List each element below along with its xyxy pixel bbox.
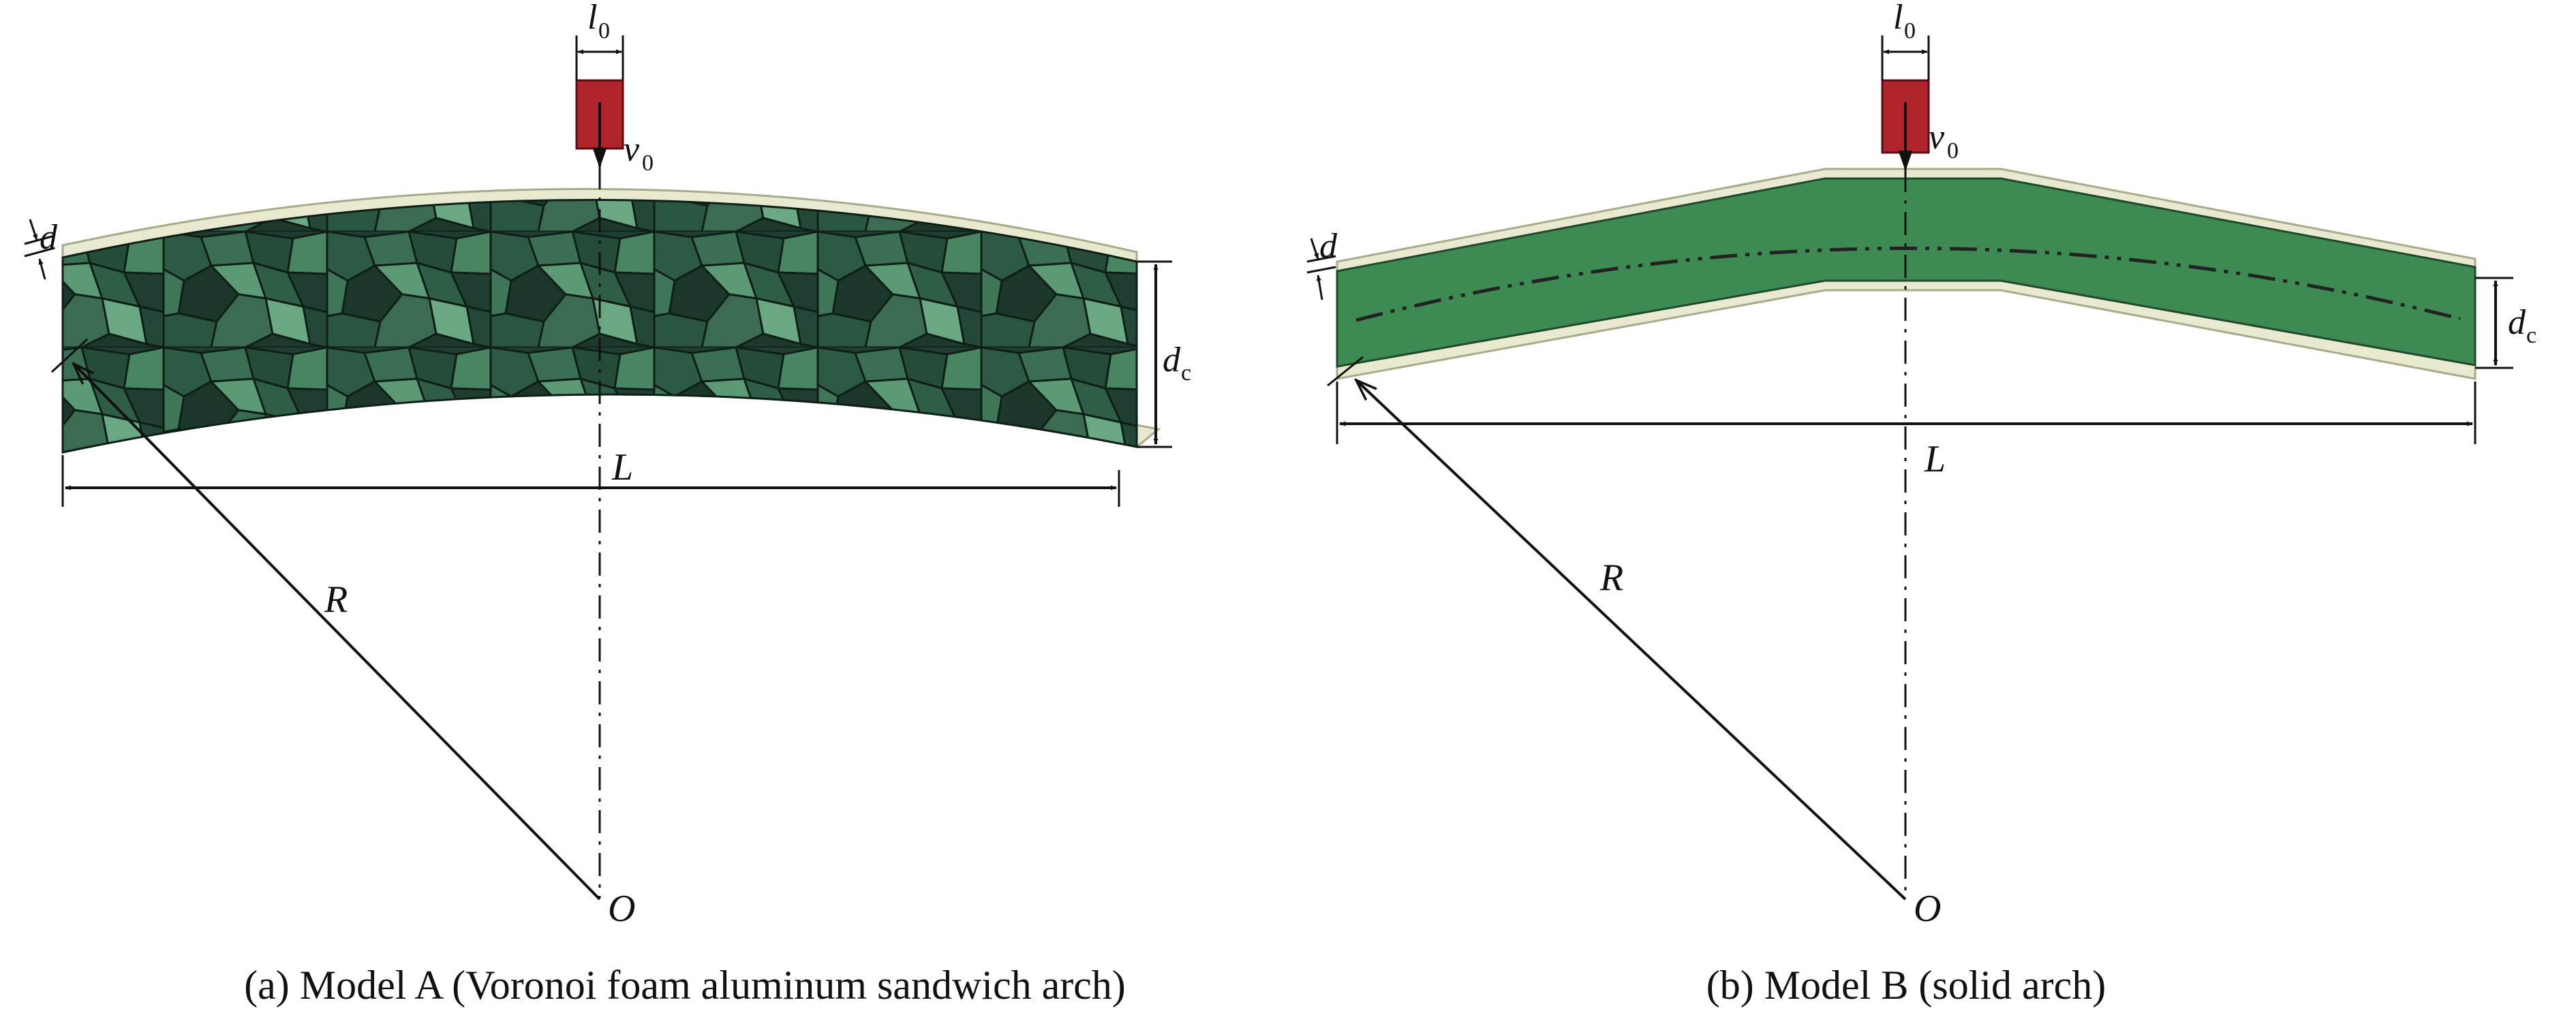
radius-line-b	[1356, 380, 1907, 901]
dc-label: d c	[1163, 341, 1191, 386]
neutral-axis	[1355, 247, 2461, 322]
svg-text:v: v	[1929, 118, 1945, 157]
l0-label-b: l 0	[1893, 0, 1916, 44]
center-point-label-b: O	[1914, 888, 1941, 930]
L-label-b: L	[1924, 438, 1946, 480]
panel-b-caption: (b) Model B (solid arch)	[1706, 963, 2106, 1008]
svg-text:v: v	[624, 130, 640, 169]
center-point-label: O	[608, 888, 635, 930]
voronoi-foam-core	[61, 198, 1138, 454]
svg-text:d: d	[2508, 303, 2526, 342]
svg-text:c: c	[1181, 360, 1191, 386]
d-arrow-bottom	[38, 258, 46, 280]
d-arrow-top	[29, 219, 38, 240]
radius-line	[74, 364, 601, 901]
d-arrow-bottom-b	[1316, 275, 1323, 300]
svg-text:c: c	[2526, 323, 2536, 348]
svg-text:0: 0	[598, 18, 610, 44]
d-tick-upper	[24, 234, 55, 245]
d-label-b: d	[1319, 227, 1338, 266]
d-label: d	[40, 218, 58, 257]
svg-text:0: 0	[1947, 138, 1959, 164]
panel-b-solid-arch: v 0 l 0 d d c L R	[1306, 0, 2536, 1008]
svg-text:d: d	[1163, 341, 1181, 379]
radius-end-tick-b	[1327, 356, 1364, 387]
l0-label: l 0	[587, 0, 610, 44]
panel-a-voronoi-arch: v 0 l 0 d d c L R	[24, 0, 1191, 1008]
svg-text:l: l	[587, 0, 597, 37]
d-tick-lower	[24, 247, 55, 258]
d-tick-upper-b	[1306, 255, 1336, 263]
dc-label-b: d c	[2508, 303, 2536, 348]
svg-text:0: 0	[1904, 18, 1916, 44]
velocity-label: v 0	[624, 130, 654, 176]
velocity-label-b: v 0	[1929, 118, 1959, 164]
radius-label: R	[324, 578, 348, 621]
L-label: L	[611, 446, 633, 488]
d-tick-lower-b	[1306, 266, 1336, 274]
svg-text:l: l	[1893, 0, 1903, 37]
d-arrow-top-b	[1310, 238, 1319, 260]
radius-end-tick	[50, 338, 89, 373]
radius-label-b: R	[1599, 557, 1623, 599]
panel-a-caption: (a) Model A (Voronoi foam aluminum sandw…	[244, 963, 1126, 1008]
svg-text:0: 0	[642, 151, 654, 176]
